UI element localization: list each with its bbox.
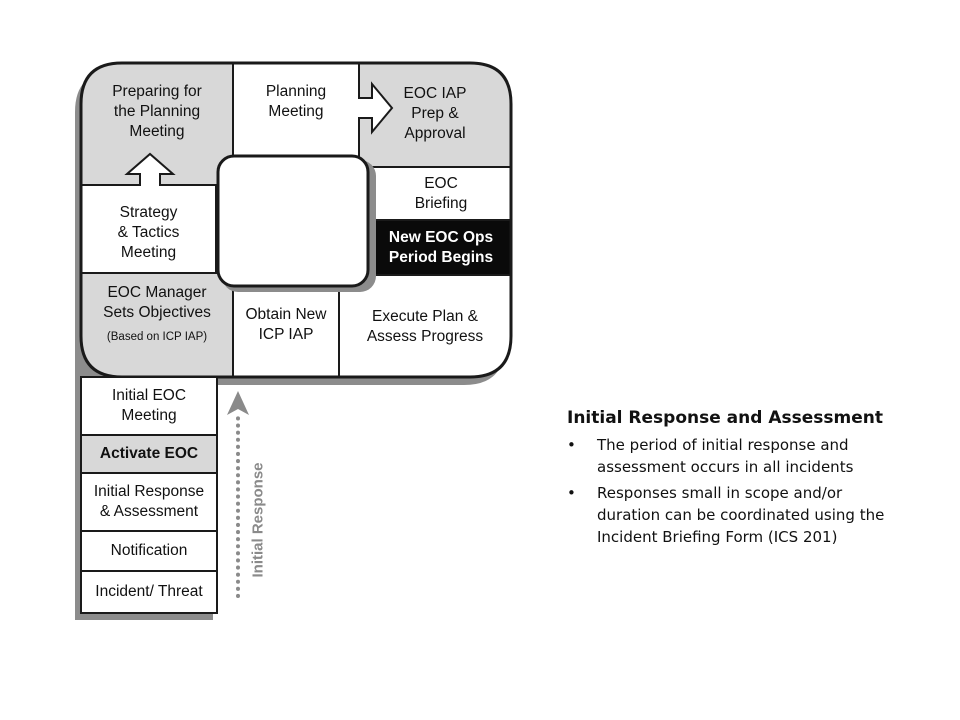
cell-initial-meeting [80, 376, 218, 436]
label-preparing: Preparing for the Planning Meeting [112, 83, 202, 140]
up-arrow [124, 152, 176, 186]
label-obtain-iap: Obtain New ICP IAP [245, 306, 327, 343]
label-manager-note: (Based on ICP IAP) [106, 331, 208, 343]
initial-response-arrowhead [227, 391, 249, 415]
cell-incident [80, 570, 218, 614]
bullet-dot-icon: • [567, 436, 576, 454]
label-planning: Planning Meeting [265, 83, 327, 120]
bullet-text: Responses small in scope and/or duration… [597, 484, 885, 546]
label-new-ops: New EOC Ops Period Begins [388, 228, 494, 266]
label-manager-objectives: EOC Manager Sets Objectives [103, 284, 211, 321]
label-activate: Activate EOC [99, 445, 199, 462]
label-execute: Execute Plan & Assess Progress [366, 308, 484, 345]
bullet-item: • The period of initial response and ass… [567, 434, 907, 478]
label-incident: Incident/ Threat [95, 583, 203, 600]
label-notification: Notification [110, 542, 188, 559]
bullet-item: • Responses small in scope and/or durati… [567, 482, 907, 548]
center-hole [216, 154, 370, 288]
cell-new-ops [370, 219, 511, 276]
cell-obtain-iap [232, 287, 340, 377]
side-panel: Initial Response and Assessment • The pe… [567, 408, 907, 552]
cell-planning [232, 63, 360, 168]
label-iap-prep: EOC IAP Prep & Approval [403, 85, 467, 142]
side-panel-heading: Initial Response and Assessment [567, 408, 883, 428]
ring-outline [79, 61, 513, 379]
cell-notification [80, 530, 218, 572]
cell-manager-objectives [81, 272, 234, 377]
bullet-list: • The period of initial response and ass… [567, 434, 907, 548]
initial-response-arrow-text: Initial Response [249, 462, 267, 578]
cell-initial-response [80, 472, 218, 532]
label-eoc-briefing: EOC Briefing [414, 175, 468, 212]
cell-strategy [81, 184, 217, 274]
label-initial-meeting: Initial EOC Meeting [111, 387, 187, 424]
cell-execute [338, 274, 511, 377]
label-strategy: Strategy & Tactics Meeting [117, 204, 180, 261]
bullet-text: The period of initial response and asses… [597, 436, 854, 476]
label-initial-response: Initial Response & Assessment [93, 483, 205, 520]
right-arrow [358, 81, 394, 135]
bullet-dot-icon: • [567, 484, 576, 502]
